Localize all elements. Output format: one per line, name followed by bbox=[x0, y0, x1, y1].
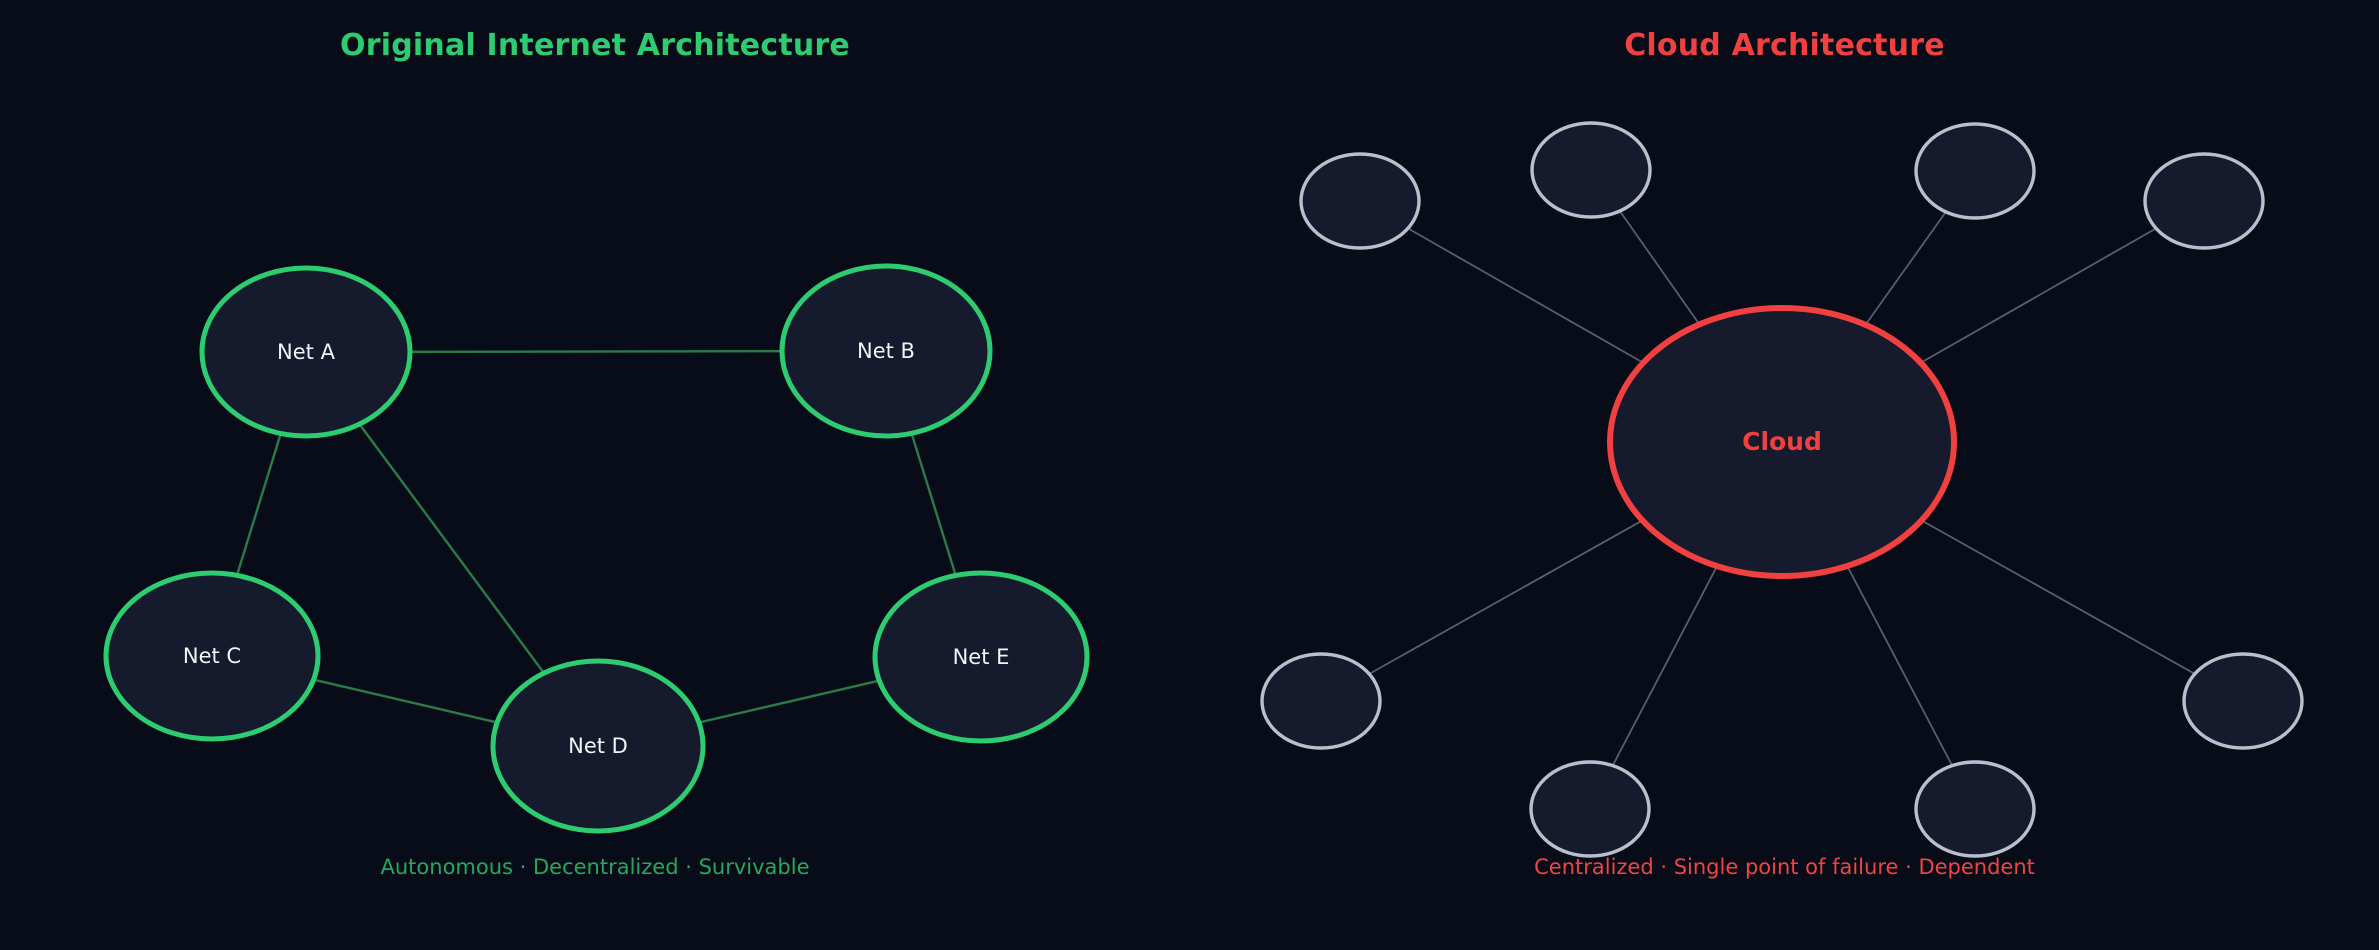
network-graph-original-internet: Net A Net B Net C Net D Net E bbox=[103, 263, 1090, 834]
node-ellipse bbox=[1299, 152, 1421, 250]
graph-node-client-4[interactable] bbox=[2143, 152, 2265, 250]
panel-title-cloud-architecture: Cloud Architecture bbox=[1624, 28, 1945, 63]
graph-node-net-d[interactable]: Net D bbox=[490, 658, 706, 834]
panel-cloud-architecture: Cloud Architecture Cloud Centralized · S… bbox=[1190, 0, 2379, 950]
node-ellipse bbox=[103, 570, 321, 742]
network-graph-cloud-architecture: Cloud bbox=[1260, 121, 2304, 858]
graph-node-net-b[interactable]: Net B bbox=[779, 263, 993, 439]
node-ellipse bbox=[779, 263, 993, 439]
node-ellipse bbox=[1529, 760, 1651, 858]
node-layer: Cloud bbox=[1260, 121, 2304, 858]
panel-title-original-internet: Original Internet Architecture bbox=[340, 28, 850, 63]
node-label: Net A bbox=[277, 340, 336, 364]
panel-caption-cloud-architecture: Centralized · Single point of failure · … bbox=[1534, 855, 2035, 879]
graph-node-client-1[interactable] bbox=[1299, 152, 1421, 250]
graph-node-net-e[interactable]: Net E bbox=[872, 570, 1090, 744]
node-ellipse bbox=[872, 570, 1090, 744]
graph-node-client-8[interactable] bbox=[2182, 652, 2304, 750]
node-ellipse bbox=[2143, 152, 2265, 250]
graph-node-net-a[interactable]: Net A bbox=[199, 265, 413, 439]
graph-node-client-7[interactable] bbox=[1914, 760, 2036, 858]
node-ellipse bbox=[490, 658, 706, 834]
graph-node-client-3[interactable] bbox=[1914, 122, 2036, 220]
node-label: Cloud bbox=[1742, 427, 1822, 456]
node-ellipse bbox=[1607, 305, 1957, 579]
graph-node-client-6[interactable] bbox=[1529, 760, 1651, 858]
graph-node-cloud-hub[interactable]: Cloud bbox=[1607, 305, 1957, 579]
node-ellipse bbox=[1914, 760, 2036, 858]
graph-node-client-5[interactable] bbox=[1260, 652, 1382, 750]
node-label: Net B bbox=[857, 339, 915, 363]
graph-node-net-c[interactable]: Net C bbox=[103, 570, 321, 742]
panel-caption-original-internet: Autonomous · Decentralized · Survivable bbox=[380, 855, 810, 879]
node-label: Net E bbox=[953, 645, 1010, 669]
node-label: Net C bbox=[183, 644, 241, 668]
node-ellipse bbox=[1914, 122, 2036, 220]
node-layer: Net A Net B Net C Net D Net E bbox=[103, 263, 1090, 834]
graph-node-client-2[interactable] bbox=[1530, 121, 1652, 219]
node-ellipse bbox=[1530, 121, 1652, 219]
node-label: Net D bbox=[568, 734, 628, 758]
node-ellipse bbox=[1260, 652, 1382, 750]
node-ellipse bbox=[199, 265, 413, 439]
node-ellipse bbox=[2182, 652, 2304, 750]
